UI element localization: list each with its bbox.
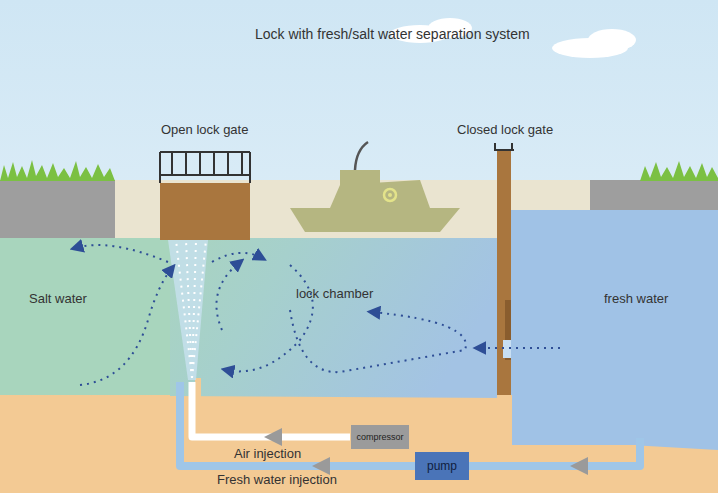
water-label: fresh water xyxy=(604,291,668,307)
diagram-title: Lock with fresh/salt water separation sy… xyxy=(255,26,530,43)
pump-box: pump xyxy=(415,452,469,480)
pipe-label: Fresh water injection xyxy=(217,472,337,488)
pipe-label: Air injection xyxy=(234,446,301,462)
compressor-box: compressor xyxy=(351,425,409,449)
node-text: pump xyxy=(427,459,457,473)
water-label: Salt water xyxy=(29,291,87,307)
chamber-label: lock chamber xyxy=(296,286,373,302)
gate-label: Closed lock gate xyxy=(457,122,553,138)
gate-label: Open lock gate xyxy=(161,122,248,138)
node-text: compressor xyxy=(356,432,403,442)
